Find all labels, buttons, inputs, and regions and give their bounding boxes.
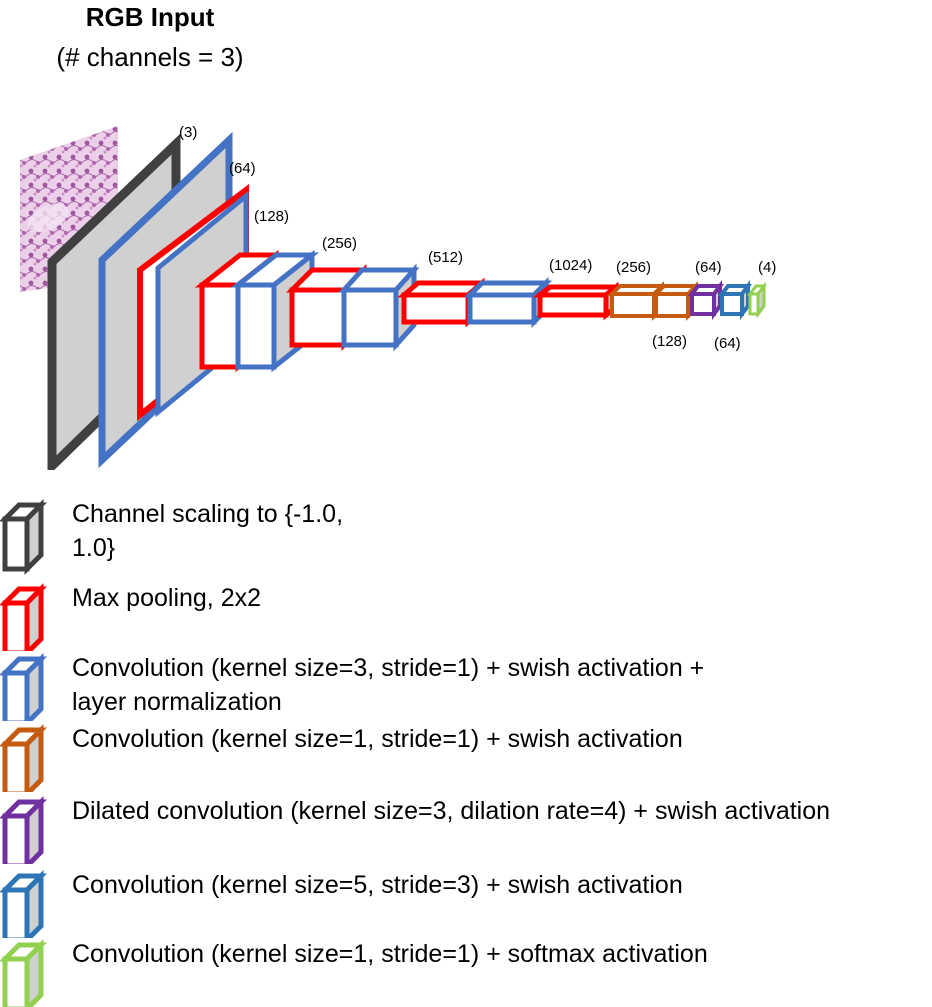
cube-icon-red — [0, 582, 48, 651]
layer-label-64b: (64) — [714, 335, 741, 352]
layer-label-64: (64) — [229, 160, 256, 177]
cube-shape — [0, 869, 48, 938]
diagram-title: RGB Input — [85, 2, 215, 32]
cube-icon-green — [0, 938, 48, 1007]
legend-text-line1: Convolution (kernel size=3, stride=1) + … — [72, 654, 705, 682]
cube-icon-gray — [0, 498, 48, 576]
cube-shape — [0, 938, 48, 1007]
network-diagram: (3) (64) (128) (256) (512) (1024) (256) … — [20, 124, 776, 470]
layer-label-3: (3) — [179, 124, 197, 141]
dilated-block-64 — [688, 280, 724, 320]
legend-text-line2: 1.0} — [72, 534, 116, 562]
layer-label-128b: (128) — [652, 333, 687, 350]
legend-text-line2: layer normalization — [72, 688, 282, 716]
legend-text-line1: Convolution (kernel size=1, stride=1) + … — [72, 725, 683, 753]
conv1-block-128 — [651, 281, 701, 321]
legend-text-line1: Convolution (kernel size=5, stride=3) + … — [72, 871, 683, 899]
legend-text-line1: Dilated convolution (kernel size=3, dila… — [72, 797, 831, 825]
layer-label-64a: (64) — [695, 259, 722, 276]
cube-shape — [0, 723, 48, 792]
softmax-block-4 — [747, 281, 767, 319]
layer-label-4: (4) — [758, 259, 776, 276]
conv-block-512 — [338, 263, 420, 352]
legend-text-line1: Convolution (kernel size=1, stride=1) + … — [72, 940, 708, 968]
cube-icon-blue — [0, 652, 48, 721]
cube-shape — [0, 582, 48, 651]
layer-label-256: (256) — [322, 235, 357, 252]
layer-label-128: (128) — [254, 208, 289, 225]
pool-block-1024b — [532, 281, 624, 321]
cube-shape — [0, 795, 48, 864]
conv-block-1024 — [463, 276, 553, 329]
cube-shape — [0, 652, 48, 721]
layer-label-256b: (256) — [616, 259, 651, 276]
cube-shape — [0, 498, 48, 576]
legend-text-line1: Channel scaling to {-1.0, — [72, 500, 344, 528]
layer-label-512: (512) — [428, 249, 463, 266]
conv5-block-64 — [718, 280, 752, 320]
diagram-subtitle: (# channels = 3) — [56, 42, 244, 72]
cube-icon-purple — [0, 795, 48, 864]
cube-icon-steelblue — [0, 869, 48, 938]
cube-icon-orange — [0, 723, 48, 792]
legend-text-line1: Max pooling, 2x2 — [72, 584, 262, 612]
layer-label-1024: (1024) — [549, 257, 592, 274]
